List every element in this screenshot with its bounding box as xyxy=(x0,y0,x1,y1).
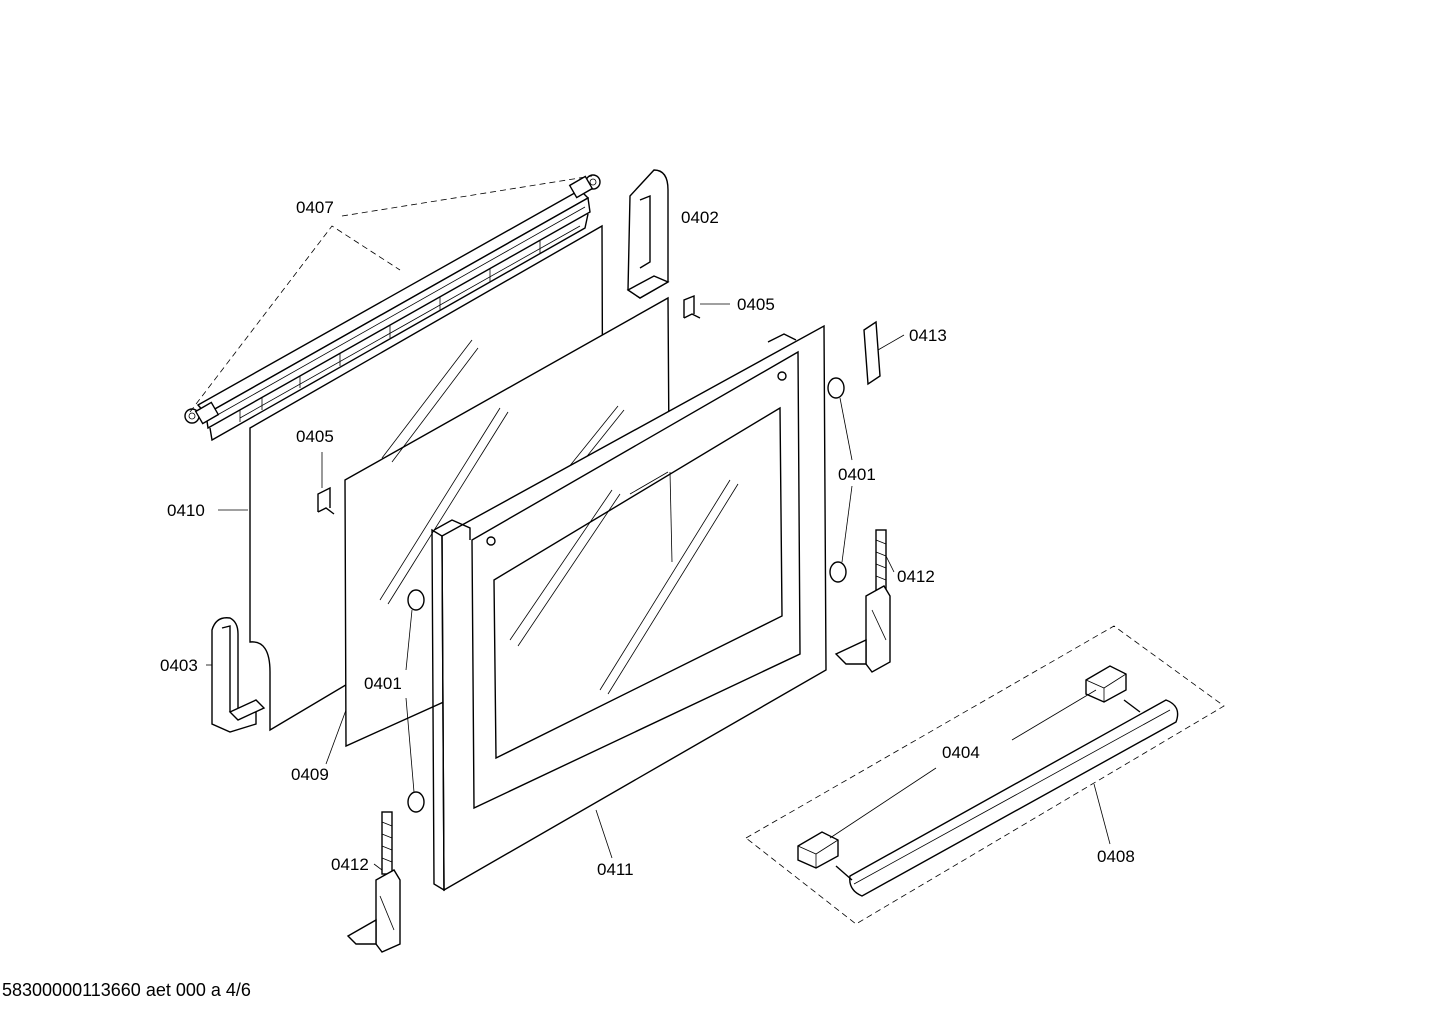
part-0405-clip-top xyxy=(683,294,730,319)
label-0410: 0410 xyxy=(167,501,205,520)
part-0408-handle-assembly xyxy=(745,625,1225,925)
label-0413: 0413 xyxy=(909,326,947,345)
label-0405-left: 0405 xyxy=(296,427,334,446)
part-0412-hinge-left xyxy=(346,811,401,953)
label-0407: 0407 xyxy=(296,198,334,217)
label-0401-right: 0401 xyxy=(838,465,876,484)
part-0403-bracket xyxy=(206,617,266,733)
label-0408: 0408 xyxy=(1097,847,1135,866)
label-0409: 0409 xyxy=(291,765,329,784)
part-0411-front-door xyxy=(431,324,827,892)
part-0412-hinge-right xyxy=(834,529,895,673)
part-0402-bracket xyxy=(626,169,670,299)
label-0412-right: 0412 xyxy=(897,567,935,586)
drawing-reference: 58300000113660 aet 000 a 4/6 xyxy=(2,980,251,1000)
part-0401-bushings xyxy=(405,377,853,813)
label-0401-left: 0401 xyxy=(364,674,402,693)
label-0411: 0411 xyxy=(597,860,634,879)
label-0405-top: 0405 xyxy=(737,295,775,314)
label-0412-left: 0412 xyxy=(331,855,369,874)
part-0413-strip xyxy=(863,320,905,386)
label-0402: 0402 xyxy=(681,208,719,227)
label-0403: 0403 xyxy=(160,656,198,675)
label-0404: 0404 xyxy=(942,743,980,762)
part-0405-clip-left xyxy=(317,452,335,515)
part-0407-top-rail xyxy=(184,174,601,442)
